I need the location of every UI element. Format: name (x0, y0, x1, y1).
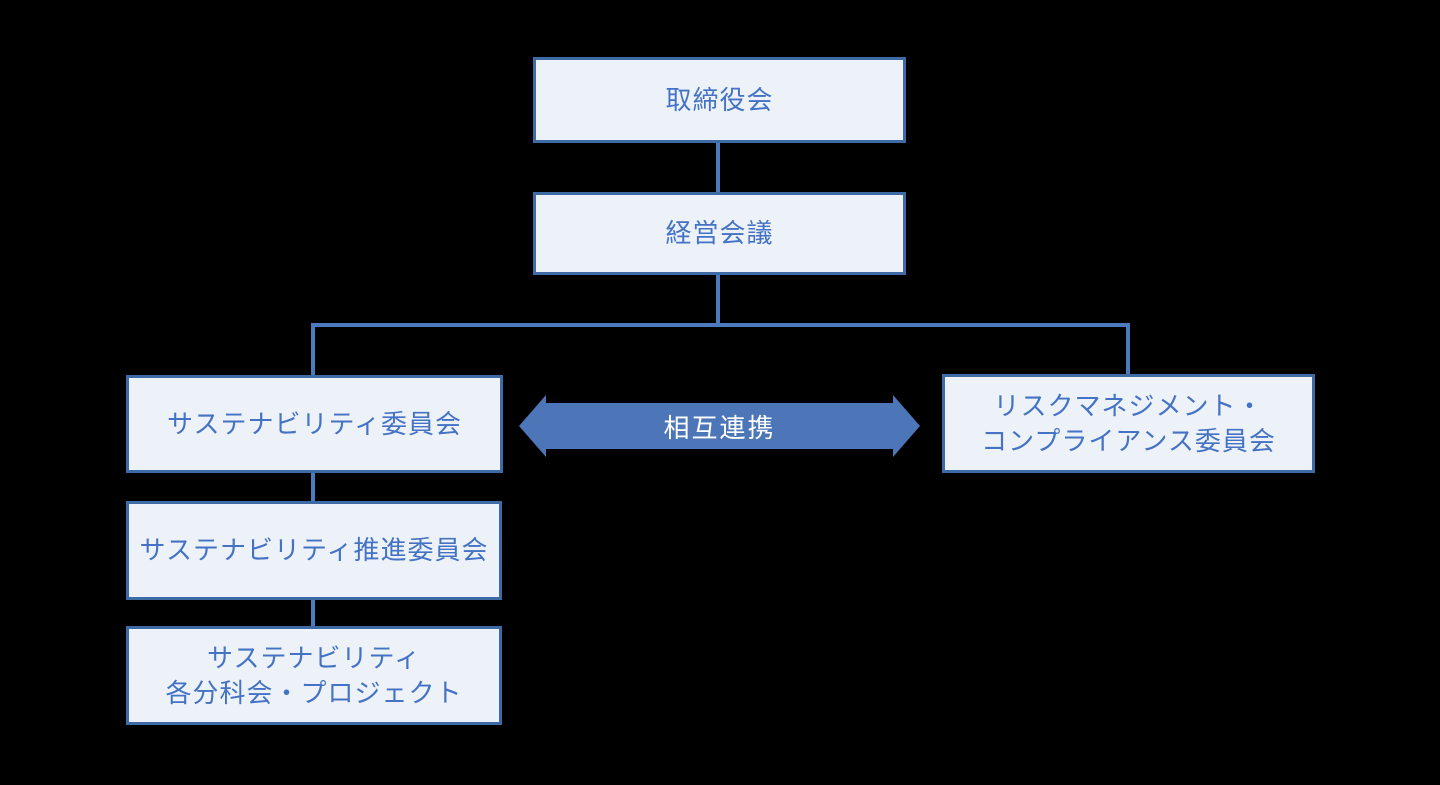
mutual-cooperation-arrow: 相互連携 (519, 395, 920, 457)
connector-branch-horizontal (311, 323, 1130, 327)
node-sustainability-subcommittees-label-line2: 各分科会・プロジェクト (165, 677, 463, 708)
node-risk-compliance-committee-label-line1: リスクマネジメント・ (993, 390, 1264, 421)
connector-board-to-management (716, 143, 720, 192)
node-sustainability-promotion-committee: サステナビリティ推進委員会 (126, 501, 502, 600)
node-sustainability-subcommittees-label-line1: サステナビリティ (207, 642, 421, 673)
node-management-council: 経営会議 (533, 192, 906, 275)
node-risk-compliance-committee: リスクマネジメント・ コンプライアンス委員会 (942, 374, 1315, 473)
node-sustainability-subcommittees: サステナビリティ 各分科会・プロジェクト (126, 626, 502, 725)
connector-sustainability-to-promotion (311, 473, 315, 501)
arrow-body (545, 403, 894, 449)
arrow-left-head-icon (519, 395, 546, 457)
node-board-of-directors: 取締役会 (533, 57, 906, 143)
arrow-right-head-icon (893, 395, 920, 457)
connector-management-to-branch (716, 275, 720, 327)
node-risk-compliance-committee-label-line2: コンプライアンス委員会 (981, 425, 1276, 456)
connector-promotion-to-subcommittees (311, 600, 315, 626)
node-sustainability-committee-label: サステナビリティ委員会 (167, 408, 462, 439)
node-sustainability-committee: サステナビリティ委員会 (126, 375, 503, 473)
connector-branch-to-sustainability (311, 323, 315, 375)
mutual-cooperation-arrow-label: 相互連携 (663, 412, 776, 443)
node-board-of-directors-label: 取締役会 (665, 84, 774, 115)
node-sustainability-promotion-committee-label: サステナビリティ推進委員会 (139, 535, 489, 565)
node-management-council-label: 経営会議 (665, 218, 774, 248)
connector-branch-to-risk-compliance (1126, 323, 1130, 374)
